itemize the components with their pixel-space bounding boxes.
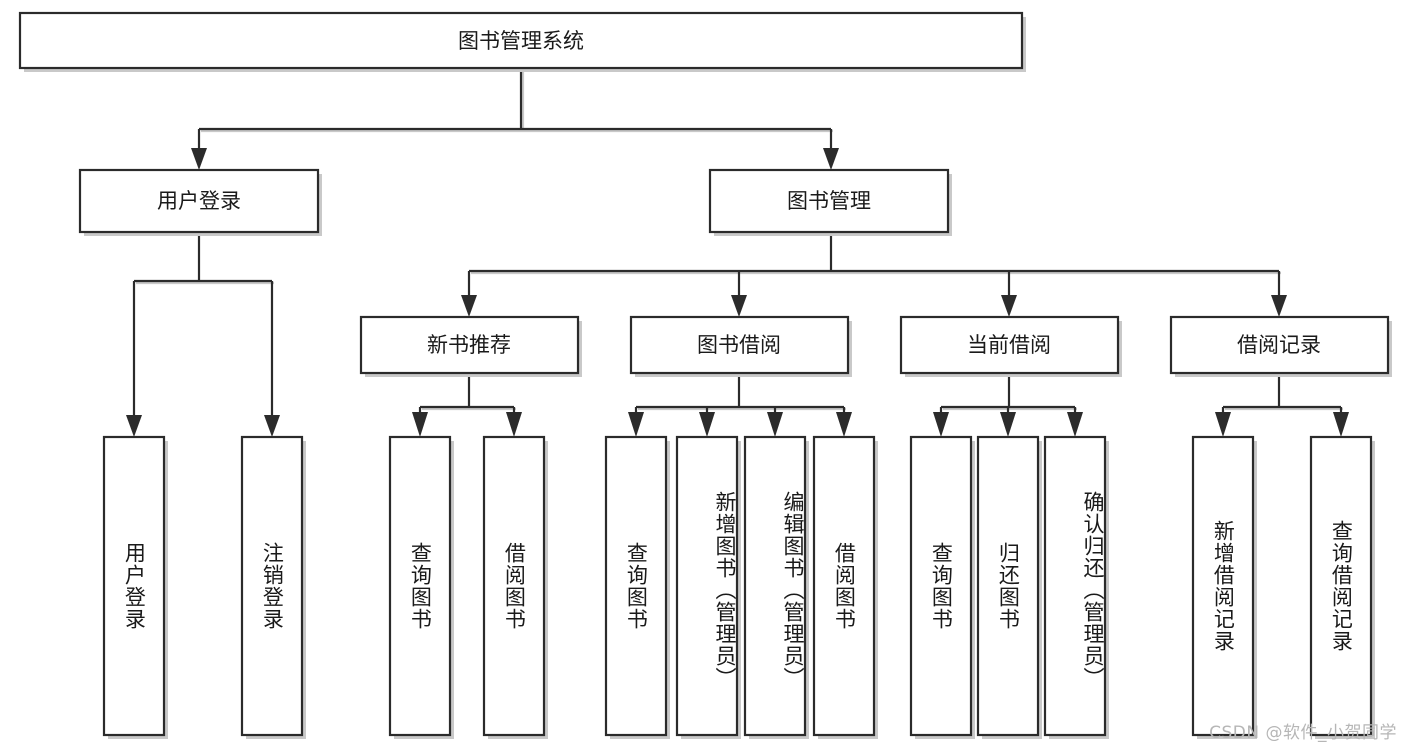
leaf-rect[interactable] [1043,435,1107,737]
arrow-head-icon [933,412,949,437]
leaf-rect[interactable] [743,435,807,737]
arrow-head-icon [461,295,477,317]
leaf-rect[interactable] [812,435,876,737]
node-rect[interactable] [708,168,950,234]
connector-group-borrow-record [1215,373,1349,437]
node-rect[interactable] [18,11,1024,70]
arrow-head-icon [823,148,839,170]
node-rect[interactable] [899,315,1120,375]
connector-group-user-login [126,232,280,437]
leaf-rect[interactable] [240,435,304,737]
node-label: 借阅记录 [1237,333,1321,357]
arrow-head-icon [412,412,428,437]
arrow-head-icon [126,415,142,437]
leaf-rect[interactable] [909,435,973,737]
connector-group-new-book [412,373,522,437]
node-user-login[interactable]: 用户登录 [78,168,322,236]
arrow-head-icon [191,148,207,170]
node-label: 当前借阅 [967,333,1051,357]
leaf-group-book-borrow [604,435,878,739]
arrow-head-icon [1000,412,1016,437]
leaf-rect[interactable] [1309,435,1373,737]
arrow-head-icon [1333,412,1349,437]
node-root[interactable]: 图书管理系统 [18,11,1026,72]
leaf-group-current-borrow [909,435,1109,739]
node-label: 图书管理系统 [458,29,584,53]
watermark: CSDN @软件_小贺同学 [1209,723,1397,743]
connector-group-current-borrow [933,373,1083,437]
connector-group-book-borrow [628,373,852,437]
node-borrow-record[interactable]: 借阅记录 [1169,315,1392,377]
arrow-head-icon [836,412,852,437]
node-rect[interactable] [359,315,580,375]
leaf-group-new-book-recommend [388,435,548,739]
node-label: 用户登录 [157,189,241,213]
leaf-group-borrow-record [1191,435,1375,739]
arrow-head-icon [506,412,522,437]
leaf-rect[interactable] [388,435,452,737]
leaf-group-user-login [102,435,306,739]
connector-group-book-manage [461,232,1287,317]
node-book-borrow[interactable]: 图书借阅 [629,315,852,377]
node-book-manage[interactable]: 图书管理 [708,168,952,236]
node-current-borrow[interactable]: 当前借阅 [899,315,1122,377]
node-label: 图书管理 [787,189,871,213]
arrow-head-icon [1067,412,1083,437]
node-label: 图书借阅 [697,333,781,357]
leaf-rect[interactable] [604,435,668,737]
leaf-rect[interactable] [482,435,546,737]
arrow-head-icon [1001,295,1017,317]
arrow-head-icon [767,412,783,437]
leaf-rect[interactable] [675,435,739,737]
node-rect[interactable] [629,315,850,375]
arrow-head-icon [628,412,644,437]
connector-group-root [191,68,839,170]
leaf-rect[interactable] [1191,435,1255,737]
node-rect[interactable] [1169,315,1390,375]
leaf-rect[interactable] [102,435,166,737]
node-rect[interactable] [78,168,320,234]
arrow-head-icon [1215,412,1231,437]
arrow-head-icon [699,412,715,437]
arrow-head-icon [731,295,747,317]
arrow-head-icon [264,415,280,437]
node-label: 新书推荐 [427,333,511,357]
leaf-rect[interactable] [976,435,1040,737]
node-new-book-recommend[interactable]: 新书推荐 [359,315,582,377]
arrow-head-icon [1271,295,1287,317]
